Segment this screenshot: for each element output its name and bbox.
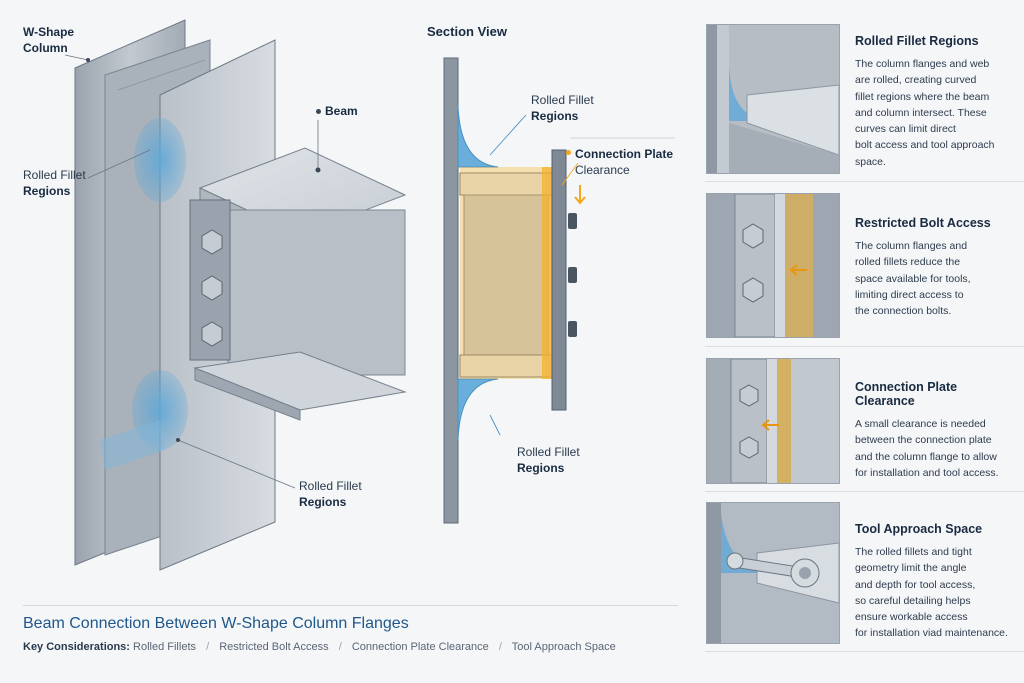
panel-divider (705, 651, 1024, 652)
column-label-line2: Column (23, 41, 68, 55)
panel-fillet-drawing (707, 25, 839, 173)
panel-bolt-access-title: Restricted Bolt Access (855, 216, 991, 230)
beam-web (227, 209, 406, 376)
section-clearance-line1: Connection Plate (575, 147, 674, 161)
panel-plate-clearance-line: A small clearance is needed (855, 418, 986, 430)
beam-label-dot (316, 109, 321, 115)
footer-key-considerations: Key Considerations: Rolled Fillets / Res… (23, 641, 616, 653)
panel-fillet-line: fillet regions where the beam (855, 90, 990, 103)
section-fillet-top (457, 104, 499, 168)
panel-plate-clearance-line: and the column flange to allow (855, 450, 997, 463)
fillet-bottom-label: Rolled Fillet Regions (299, 478, 362, 510)
panel-divider (705, 346, 1024, 347)
panel-bolt-access-line: space available for tools, (855, 272, 971, 285)
panel-plate-clearance-drawing (707, 359, 839, 483)
section-connection-plate (551, 149, 567, 411)
panel-bolt-access-drawing (707, 194, 839, 337)
panel-tool-approach-image (706, 502, 840, 644)
bolt-group (201, 229, 223, 347)
footer-keys-label: Key Considerations: (23, 641, 130, 653)
panel-fillet-line: space. (855, 155, 886, 168)
beam-label-text: Beam (325, 104, 358, 118)
section-fillet-top-line2: Regions (531, 109, 579, 123)
fillet-region-upper (134, 118, 186, 202)
column-label: W-Shape Column (23, 24, 74, 56)
section-view-illustration (443, 57, 675, 524)
panel-tool-approach-line: ensure workable access (855, 611, 968, 624)
panel-fillet-line: The column flanges and web (855, 58, 990, 70)
main-connection-illustration (64, 19, 407, 571)
footer-key-item: Rolled Fillets (133, 641, 196, 653)
panel-tool-approach-title: Tool Approach Space (855, 522, 983, 536)
panel-fillet-line: and column intersect. These (855, 106, 987, 119)
panel-plate-clearance-title: Connection Plate Clearance (855, 380, 958, 408)
fillet-left-label: Rolled Fillet Regions (23, 167, 86, 199)
panel-tool-approach-line: for installation viad maintenance. (855, 627, 1008, 640)
section-clearance-zone (460, 167, 556, 379)
panel-tool-approach-line: The rolled fillets and tight (855, 546, 972, 558)
footer-separator: / (206, 641, 210, 653)
footer-title: Beam Connection Between W-Shape Column F… (23, 615, 409, 632)
panel-fillet-line: are rolled, creating curved (855, 74, 977, 87)
panel-bolt-access-image (706, 193, 840, 338)
footer-separator: / (338, 641, 342, 653)
fillet-left-line2: Regions (23, 184, 71, 198)
panel-plate-clearance-text: Connection Plate Clearance A small clear… (855, 380, 1020, 481)
panel-fillet-line: bolt access and tool approach (855, 139, 995, 152)
footer-divider (23, 605, 678, 606)
panel-tool-approach-line: so careful detailing helps (855, 594, 971, 607)
section-fillet-bottom (457, 378, 499, 441)
section-fillet-top-label: Rolled Fillet Regions (531, 92, 594, 124)
fillet-bottom-line1: Rolled Fillet (299, 479, 362, 493)
section-fillet-top-line1: Rolled Fillet (531, 93, 594, 107)
beam-label: Beam (316, 103, 358, 119)
column-label-line1: W-Shape (23, 25, 75, 39)
section-fillet-bottom-label: Rolled Fillet Regions (517, 444, 580, 476)
panel-tool-approach-text: Tool Approach Space The rolled fillets a… (855, 522, 1020, 642)
section-fillet-bottom-line2: Regions (517, 461, 565, 475)
section-view-title: Section View (427, 24, 507, 39)
panel-bolt-access-line: rolled fillets reduce the (855, 256, 961, 269)
clearance-dot (566, 150, 571, 155)
panel-bolt-access-line: limiting direct access to (855, 288, 964, 301)
panel-fillet-line: curves can limit direct (855, 123, 956, 136)
footer-key-item: Tool Approach Space (511, 641, 616, 653)
panel-plate-clearance-image (706, 358, 840, 484)
panel-plate-clearance-line: between the connection plate (855, 434, 992, 447)
footer-key-item: Restricted Bolt Access (219, 641, 329, 653)
section-clearance-label: Connection Plate Clearance (566, 146, 674, 178)
wrench-icon (726, 552, 820, 588)
section-fillet-bottom-line1: Rolled Fillet (517, 445, 580, 459)
fillet-bottom-line2: Regions (299, 495, 347, 509)
panel-fillet-image (706, 24, 840, 174)
panel-bolt-access-text: Restricted Bolt Access The column flange… (855, 216, 1020, 319)
footer-key-item: Connection Plate Clearance (351, 641, 489, 653)
panel-bolt-access-line: The column flanges and (855, 240, 968, 252)
panel-fillet-title: Rolled Fillet Regions (855, 34, 979, 48)
panel-tool-approach-line: and depth for tool access, (855, 578, 976, 591)
panel-divider (705, 491, 1024, 492)
panel-plate-clearance-line: for installation and tool access. (855, 466, 999, 479)
footer-separator: / (498, 641, 502, 653)
section-column-flange (443, 57, 459, 524)
fillet-left-line1: Rolled Fillet (23, 168, 86, 182)
panel-divider (705, 181, 1024, 182)
panel-tool-approach-drawing (707, 503, 839, 643)
section-clearance-line2: Clearance (575, 163, 630, 177)
panel-tool-approach-line: geometry limit the angle (855, 562, 967, 575)
panel-fillet-text: Rolled Fillet Regions The column flanges… (855, 34, 1020, 170)
panel-bolt-access-line: the connection bolts. (855, 305, 952, 318)
